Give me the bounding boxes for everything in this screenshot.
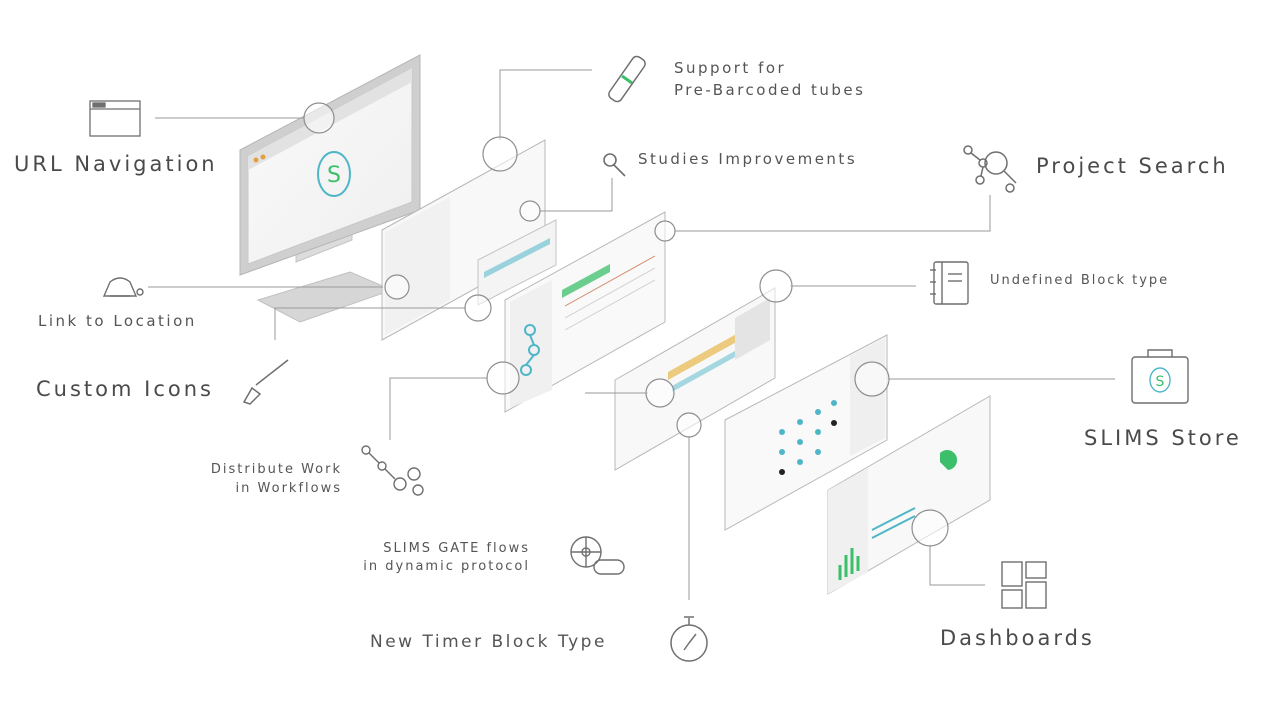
panel-1 xyxy=(381,139,557,341)
panel-3 xyxy=(614,287,776,471)
label-distribute-work-line1: Distribute Work xyxy=(210,462,342,477)
workflow-icon xyxy=(361,445,424,496)
magnifier-icon xyxy=(603,153,626,177)
label-undefined-block-type: Undefined Block type xyxy=(990,273,1170,288)
browser-window-icon xyxy=(89,100,141,137)
slims-logo: S xyxy=(317,151,351,197)
link-location-icon xyxy=(102,277,144,297)
panel-5 xyxy=(827,395,991,595)
label-slims-gate-line1: SLIMS GATE flows xyxy=(383,541,530,556)
stopwatch-icon xyxy=(670,616,708,662)
paintbrush-icon xyxy=(242,359,289,405)
label-support-prebarcoded-line2: Pre-Barcoded tubes xyxy=(674,81,866,99)
label-link-to-location: Link to Location xyxy=(38,312,197,330)
label-distribute-work-line2: in Workflows xyxy=(235,481,342,496)
label-custom-icons: Custom Icons xyxy=(36,377,214,401)
label-studies-improvements: Studies Improvements xyxy=(638,150,858,168)
connector-nodes xyxy=(303,102,949,547)
label-dashboards: Dashboards xyxy=(940,626,1095,650)
project-search-icon xyxy=(963,145,1017,193)
label-project-search: Project Search xyxy=(1036,154,1229,178)
store-logo-letter: S xyxy=(1156,374,1165,390)
label-slims-store: SLIMS Store xyxy=(1084,426,1242,450)
label-support-prebarcoded-line1: Support for xyxy=(674,59,787,77)
shopping-bag-icon: S xyxy=(1131,349,1189,404)
label-slims-gate-line2: in dynamic protocol xyxy=(363,559,530,574)
label-url-navigation: URL Navigation xyxy=(14,152,218,176)
label-support-prebarcoded: Support for Pre-Barcoded tubes xyxy=(674,57,865,101)
label-new-timer-block-type: New Timer Block Type xyxy=(370,632,607,652)
connector-lines xyxy=(148,69,1115,600)
dashboard-grid-icon xyxy=(1001,561,1047,609)
label-distribute-work: Distribute Work in Workflows xyxy=(150,460,342,498)
barcode-tube-icon xyxy=(608,55,646,103)
gate-flow-icon xyxy=(570,536,625,575)
label-slims-gate: SLIMS GATE flows in dynamic protocol xyxy=(330,540,530,576)
notebook-icon xyxy=(930,261,969,305)
slims-logo-letter: S xyxy=(327,163,341,188)
